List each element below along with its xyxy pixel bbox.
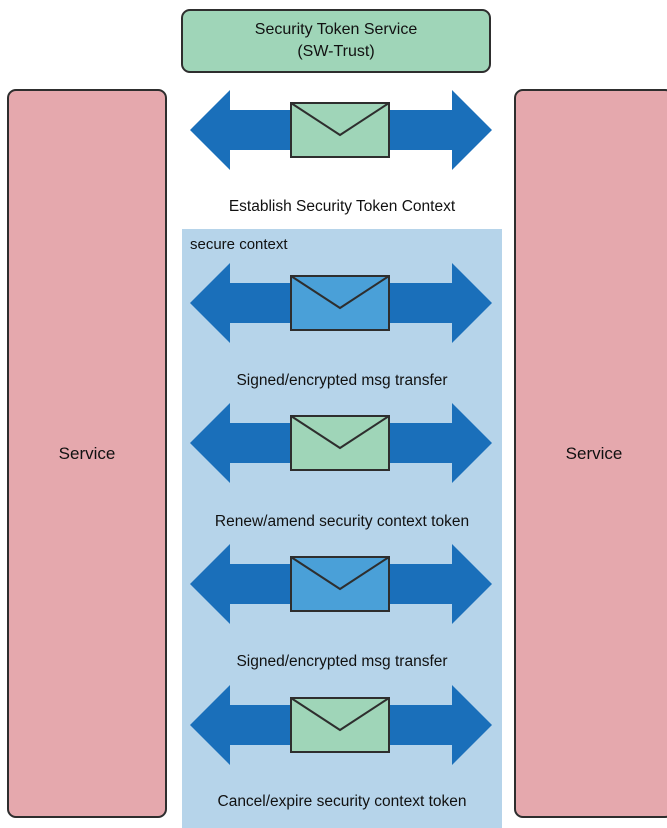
envelope-icon: [290, 697, 390, 753]
service-right-box: Service: [514, 89, 667, 818]
exchange-caption-signed-1: Signed/encrypted msg transfer: [236, 372, 448, 389]
service-left-label: Service: [58, 443, 116, 463]
double-arrow: [190, 544, 492, 624]
service-right-label: Service: [565, 443, 623, 463]
exchange-caption-cancel: Cancel/expire security context token: [217, 793, 467, 810]
sts-title: Security Token Service: [254, 21, 418, 38]
exchange-caption-renew: Renew/amend security context token: [214, 513, 470, 530]
exchange-caption-establish: Establish Security Token Context: [228, 198, 456, 215]
sts-subtitle: (SW-Trust): [297, 43, 375, 60]
double-arrow: [190, 403, 492, 483]
envelope-icon: [290, 415, 390, 471]
security-token-service-box: Security Token Service (SW-Trust): [181, 9, 491, 73]
double-arrow: [190, 263, 492, 343]
envelope-icon: [290, 102, 390, 158]
exchange-caption-signed-2: Signed/encrypted msg transfer: [236, 653, 448, 670]
envelope-icon: [290, 275, 390, 331]
service-left-box: Service: [7, 89, 167, 818]
double-arrow: [190, 685, 492, 765]
envelope-icon: [290, 556, 390, 612]
secure-context-label: secure context: [190, 236, 288, 253]
double-arrow: [190, 90, 492, 170]
